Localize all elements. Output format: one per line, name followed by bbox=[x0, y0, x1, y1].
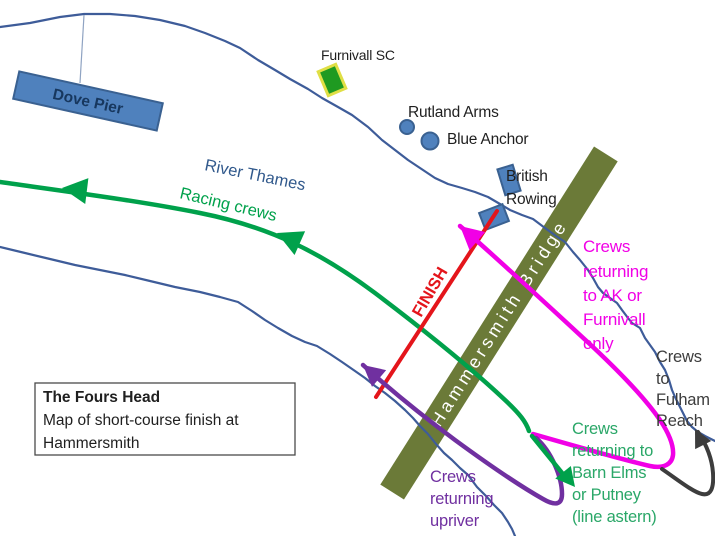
rutland-arms-marker bbox=[399, 119, 415, 135]
blue-anchor-label: Blue Anchor bbox=[447, 131, 528, 148]
green-return-text-line5: (line astern) bbox=[572, 508, 657, 526]
purple-return-route bbox=[360, 362, 565, 506]
magenta-text-line2: returning bbox=[583, 262, 648, 281]
fulham-arrowhead bbox=[695, 429, 712, 450]
purple-text-line2: returning bbox=[430, 490, 493, 508]
river-thames-label: River Thames bbox=[203, 156, 307, 194]
dove-pier-callout-line bbox=[79, 14, 85, 84]
river-south-bank bbox=[0, 245, 517, 536]
hammersmith-bridge bbox=[380, 146, 618, 500]
green-return-text-line2: returning to bbox=[572, 442, 653, 460]
rutland-arms-label: Rutland Arms bbox=[408, 104, 499, 121]
title-box: The Fours Head Map of short-course finis… bbox=[34, 382, 296, 456]
dove-pier-marker: Dove Pier bbox=[12, 70, 164, 132]
bridge-label: Hammersmith Bridge bbox=[426, 216, 572, 430]
purple-arrowhead bbox=[363, 365, 387, 387]
purple-text-line3: upriver bbox=[430, 512, 480, 530]
green-return-text-line3: Barn Elms bbox=[572, 464, 646, 482]
title-line1: The Fours Head bbox=[43, 389, 160, 406]
green-return-text-line4: or Putney bbox=[572, 486, 642, 504]
green-return-arrowhead bbox=[555, 465, 575, 487]
magenta-return-route bbox=[457, 223, 676, 470]
british-rowing-label-line2: Rowing bbox=[506, 191, 557, 208]
fulham-text-line3: Fulham bbox=[656, 391, 710, 409]
racing-arrowhead-2 bbox=[277, 231, 306, 256]
green-return-text-line1: Crews bbox=[572, 420, 618, 438]
purple-text-line1: Crews bbox=[430, 468, 476, 486]
furnivall-marker bbox=[316, 62, 348, 98]
magenta-text-line1: Crews bbox=[583, 237, 630, 256]
british-rowing-marker-1 bbox=[496, 163, 522, 197]
magenta-text-line3: to AK or bbox=[583, 286, 642, 305]
magenta-arrowhead bbox=[460, 226, 486, 251]
british-rowing-label-line1: British bbox=[506, 168, 548, 185]
magenta-text-line4: Furnivall bbox=[583, 310, 645, 329]
fulham-text-line1: Crews bbox=[656, 348, 702, 366]
blue-anchor-marker bbox=[420, 131, 440, 151]
fulham-text-line4: Reach bbox=[656, 412, 703, 430]
title-line2: Map of short-course finish at bbox=[43, 412, 239, 429]
fulham-reach-route bbox=[660, 430, 715, 497]
racing-arrowhead-1 bbox=[62, 178, 89, 204]
racing-crews-line bbox=[0, 179, 532, 434]
magenta-text-line5: only bbox=[583, 334, 614, 353]
furnivall-label: Furnivall SC bbox=[321, 47, 395, 63]
fulham-text-line2: to bbox=[656, 370, 669, 388]
green-return-arrow bbox=[529, 433, 570, 482]
title-line3: Hammersmith bbox=[43, 435, 139, 452]
bridge-deck bbox=[380, 146, 618, 500]
river-north-bank bbox=[0, 12, 715, 443]
